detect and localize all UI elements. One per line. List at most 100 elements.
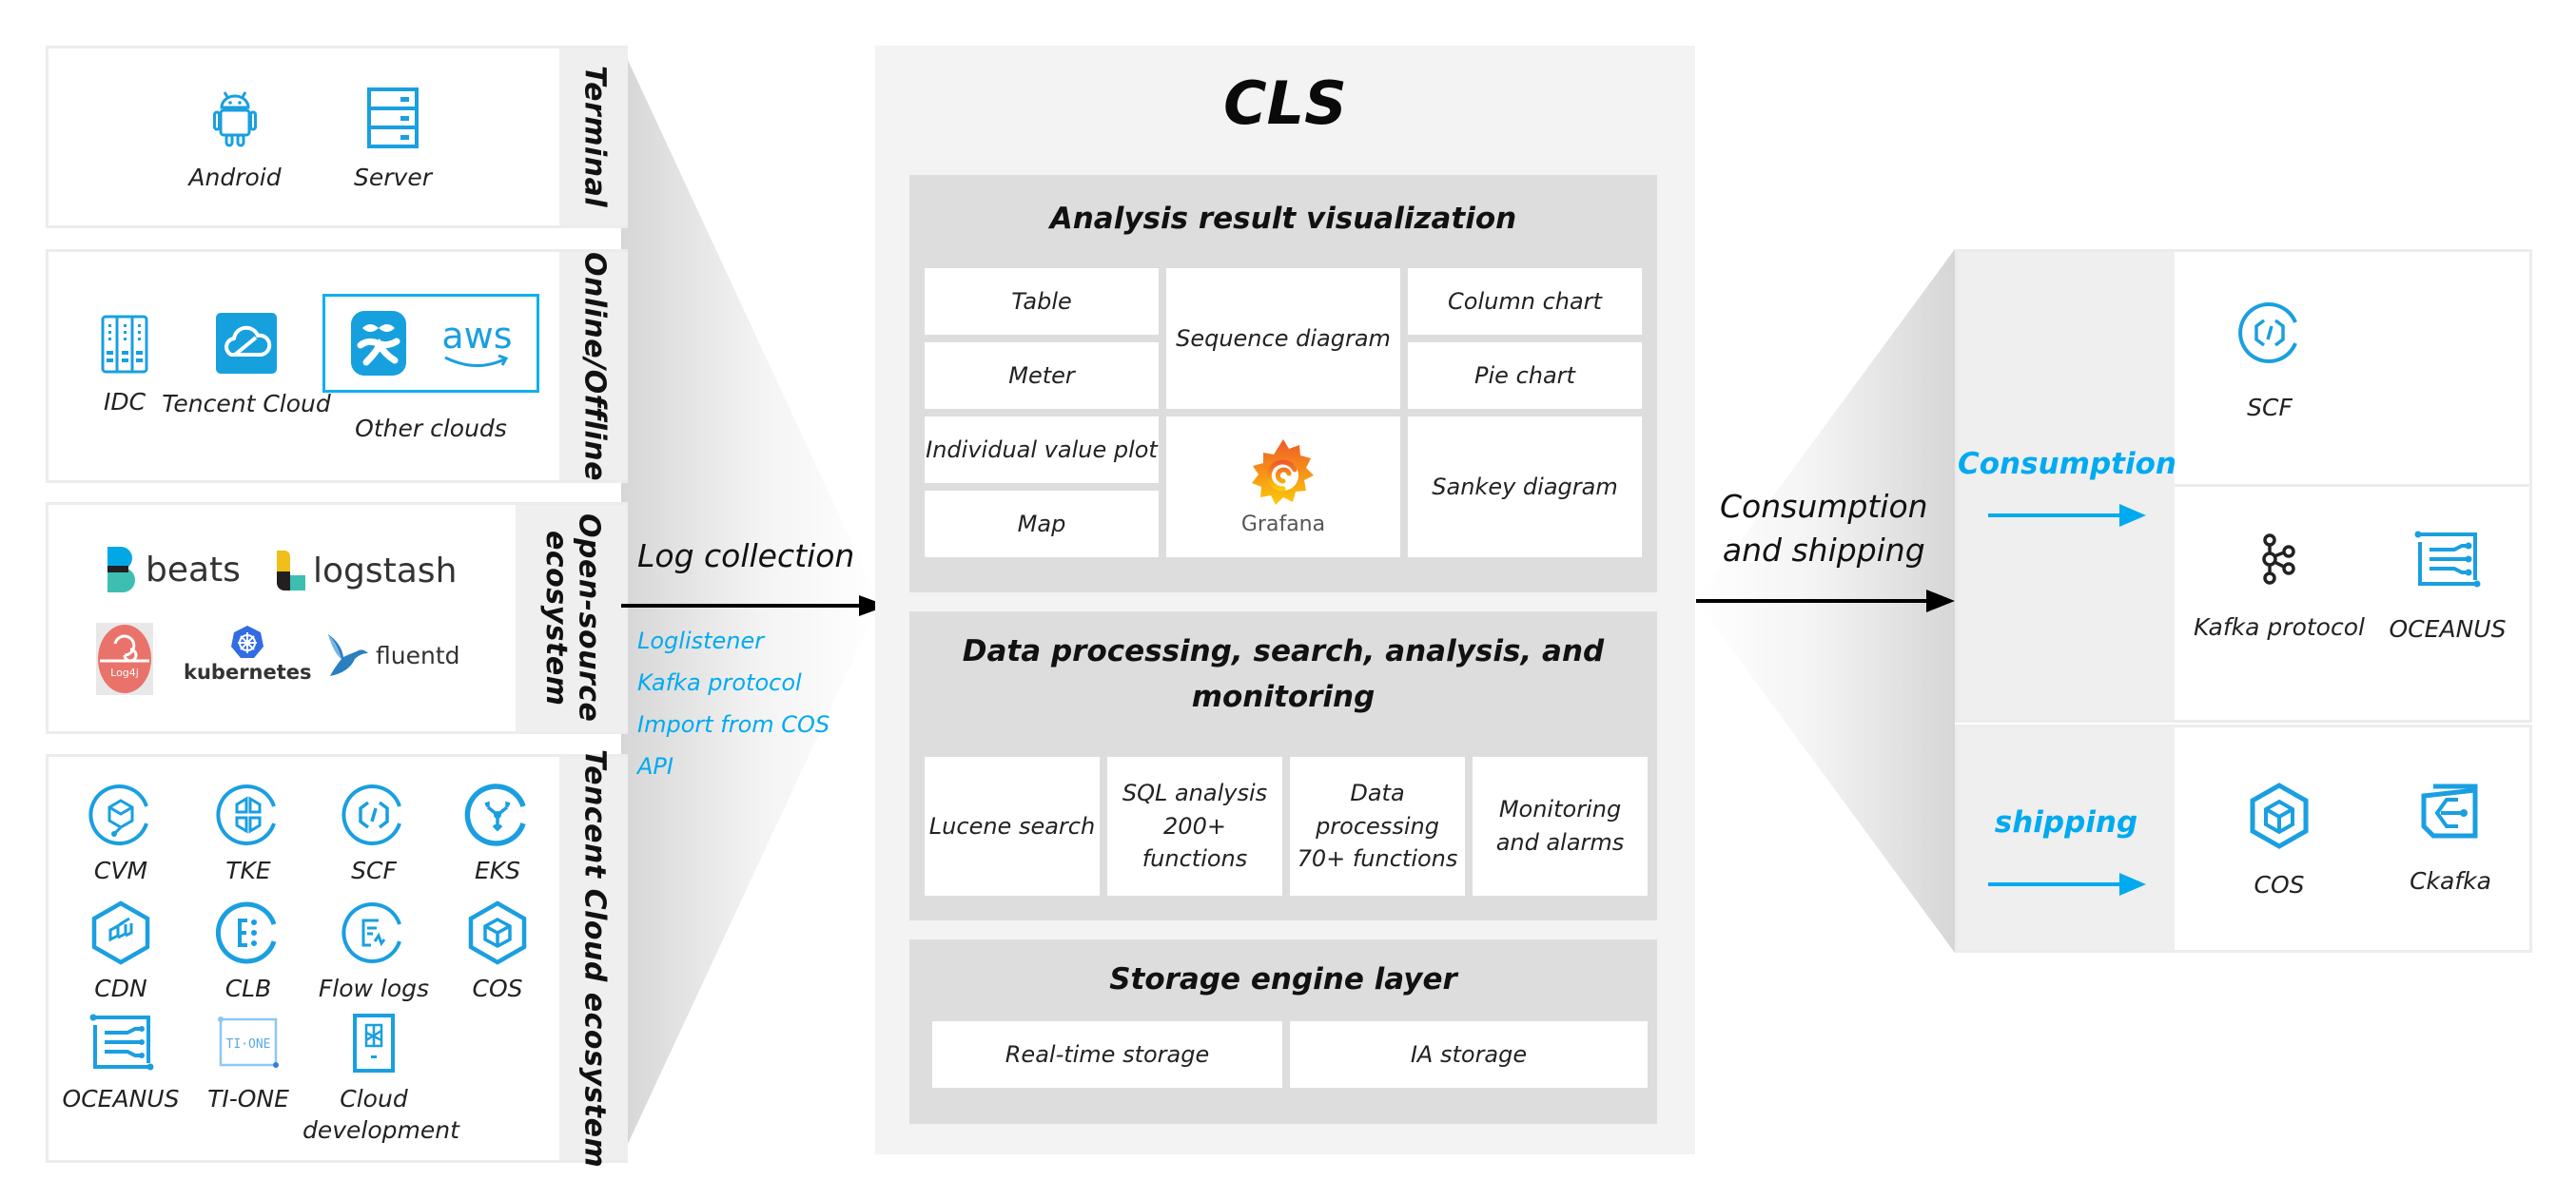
ecosystem-label: Flow logs [318, 975, 430, 1002]
method-import-from-cos: Import from COS [637, 711, 830, 738]
dest-item-scf[interactable]: SCF [2184, 300, 2355, 424]
alibaba-cloud-icon [351, 311, 407, 376]
monitoring-sub: and alarms [1495, 829, 1625, 856]
cvm-icon [88, 784, 148, 845]
cloud-development-icon [353, 1014, 395, 1073]
consumption-shipping-label: Consumption and shipping [1720, 485, 1928, 572]
ecosystem-label: SCF [351, 857, 397, 884]
grafana-wordmark: Grafana [1240, 512, 1326, 536]
cell-meter[interactable]: Meter [925, 342, 1159, 409]
tencent-cloud-label: Tencent Cloud [162, 390, 331, 417]
logstash-logo [277, 551, 305, 590]
cell-map[interactable]: Map [925, 491, 1159, 557]
tke-icon [216, 784, 276, 845]
consumption-shipping-line1: Consumption [1720, 488, 1928, 525]
android-label: Android [188, 164, 282, 191]
sql-analysis-label: SQL analysis [1122, 779, 1268, 806]
cell-monitoring-alarms[interactable]: Monitoring and alarms [1473, 757, 1648, 896]
consumption-shipping-arrow [1696, 590, 1955, 612]
cell-individual-value-plot[interactable]: Individual value plot [925, 416, 1159, 483]
cos-icon [2250, 783, 2309, 849]
source-item-android[interactable]: Android [178, 87, 292, 194]
cell-pie-chart[interactable]: Pie chart [1408, 342, 1642, 409]
ecosystem-item-cvm[interactable]: CVM [64, 782, 178, 887]
collection-methods: Loglistener Kafka protocol Import from C… [637, 620, 829, 787]
other-clouds-label: Other clouds [355, 415, 507, 442]
online-offline-strip: Online/Offline [559, 252, 628, 480]
cell-data-processing[interactable]: Data processing 70+ functions [1290, 757, 1465, 896]
cell-column-chart[interactable]: Column chart [1408, 268, 1642, 335]
aws-logo: aws [441, 315, 513, 369]
ecosystem-item-tke[interactable]: TKE [191, 782, 305, 887]
ecosystem-item-scf[interactable]: SCF [317, 782, 431, 887]
ecosystem-item-oceanus[interactable]: OCEANUS [63, 1010, 179, 1115]
consumption-strip [1958, 252, 2175, 720]
dest-item-cos[interactable]: COS [2203, 783, 2355, 901]
oss-item-log4j[interactable]: Log4j [96, 623, 153, 699]
oceanus-icon [89, 1014, 154, 1071]
ecosystem-item-flow-logs[interactable]: Flow logs [317, 900, 431, 1005]
ti-one-icon: TI·ONE [218, 1016, 279, 1068]
method-api: API [637, 753, 673, 780]
storage-title: Storage engine layer [1109, 962, 1457, 997]
consumption-shipping-line2: and shipping [1722, 532, 1925, 570]
monitoring-label: Monitoring [1498, 796, 1622, 823]
ecosystem-item-cdn[interactable]: CDN [64, 900, 178, 1005]
consumption-divider [2175, 484, 2529, 487]
oss-item-fluentd[interactable]: fluentd [326, 632, 460, 678]
cell-real-time-storage[interactable]: Real-time storage [932, 1021, 1282, 1088]
source-item-idc[interactable]: IDC [68, 315, 182, 418]
cos-icon [468, 900, 527, 965]
dest-ckafka-label: Ckafka [2410, 867, 2491, 895]
ecosystem-item-clb[interactable]: CLB [191, 900, 305, 1005]
open-source-title-line2: ecosystem [539, 530, 573, 706]
fluentd-wordmark: fluentd [376, 641, 460, 669]
cell-grafana[interactable]: Grafana [1166, 416, 1400, 557]
cell-sequence-diagram[interactable]: Sequence diagram [1166, 268, 1400, 409]
cell-sankey-diagram[interactable]: Sankey diagram [1408, 416, 1642, 557]
kubernetes-logo [231, 626, 264, 658]
cell-sql-analysis[interactable]: SQL analysis 200+ functions [1107, 757, 1282, 896]
idc-rack-icon [101, 315, 148, 374]
ecosystem-label: COS [472, 975, 523, 1002]
server-icon [367, 87, 419, 148]
aws-wordmark: aws [441, 315, 513, 357]
ecosystem-label: CVM [93, 857, 148, 884]
source-item-other-clouds[interactable]: aws Other clouds [322, 294, 539, 445]
consumption-title: Consumption [1958, 447, 2176, 481]
grafana-logo-icon [1252, 438, 1314, 505]
oceanus-icon [2414, 531, 2481, 588]
dest-item-ckafka[interactable]: Ckafka [2374, 783, 2527, 898]
logstash-wordmark: logstash [313, 551, 458, 590]
lucene-search-label: Lucene search [928, 812, 1096, 840]
oss-item-logstash[interactable]: logstash [277, 551, 457, 590]
consumption-panel: Consumption SCF Kafka protocol [1955, 249, 2532, 723]
oss-item-beats[interactable]: beats [107, 547, 241, 592]
online-offline-title: Online/Offline [577, 251, 612, 481]
fluentd-logo [328, 634, 368, 676]
visualization-title: Analysis result visualization [1049, 202, 1517, 236]
dest-item-kafka-protocol[interactable]: Kafka protocol [2184, 532, 2374, 644]
storage-layer: Storage engine layer Real-time storage I… [909, 939, 1657, 1124]
kubernetes-wordmark: kubernetes [184, 661, 312, 684]
source-item-server[interactable]: Server [336, 87, 450, 194]
ecosystem-item-eks[interactable]: EKS [440, 782, 555, 887]
eks-icon [464, 784, 526, 846]
ecosystem-item-cos[interactable]: COS [440, 900, 555, 1005]
ecosystem-label: TKE [225, 857, 271, 884]
online-offline-panel: IDC Tencent Cloud aws Other clouds Onlin… [46, 249, 628, 483]
processing-title-line1: Data processing, search, analysis, and [962, 634, 1605, 668]
dest-item-oceanus[interactable]: OCEANUS [2367, 531, 2528, 646]
consumption-arrow [1988, 504, 2146, 527]
ecosystem-item-cloud-development[interactable]: Cloud development [302, 1010, 459, 1146]
cell-lucene-search[interactable]: Lucene search [925, 757, 1100, 896]
cell-table[interactable]: Table [925, 268, 1159, 335]
processing-title-line2: monitoring [1191, 680, 1376, 715]
cell-ia-storage[interactable]: IA storage [1290, 1021, 1648, 1088]
source-item-tencent-cloud[interactable]: Tencent Cloud [161, 311, 332, 420]
oss-item-kubernetes[interactable]: kubernetes [184, 625, 312, 684]
